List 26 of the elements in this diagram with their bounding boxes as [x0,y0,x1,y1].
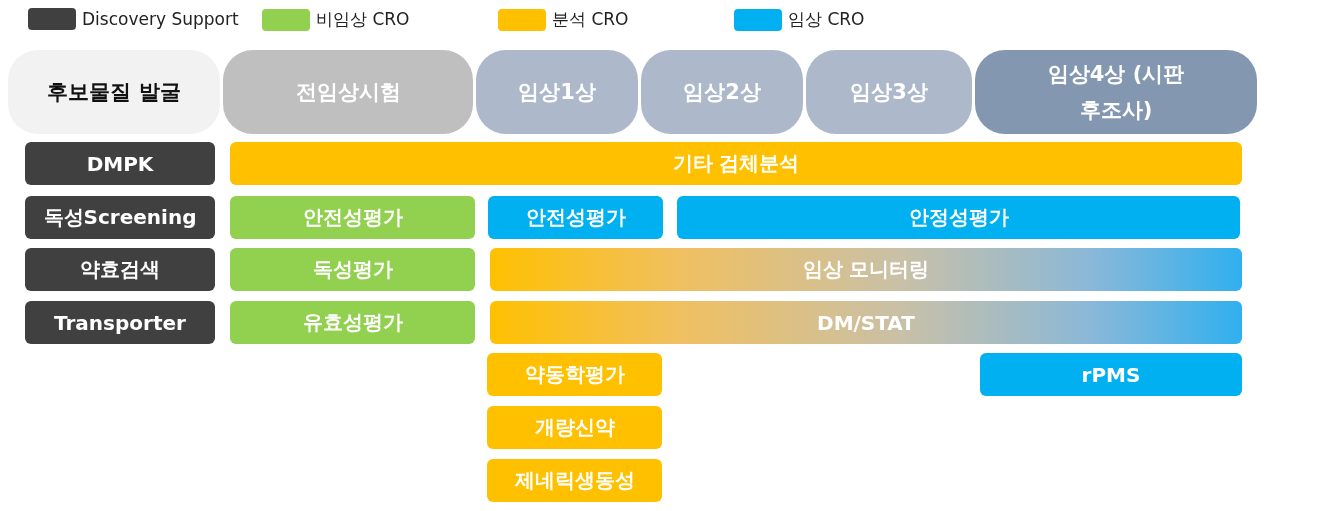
stage-tab: 전임상시험 [223,50,473,134]
label-bar: 안전성평가 [230,196,475,239]
legend-label: 비임상 CRO [316,8,410,31]
stage-tab: 임상3상 [806,50,972,134]
label-bar: DM/STAT [490,301,1242,344]
label-bar: 제네릭생동성 [487,459,662,502]
label-bar: 안정성평가 [677,196,1240,239]
stage-tab: 임상2상 [641,50,803,134]
label-bar: DMPK [25,142,215,185]
label-bar: rPMS [980,353,1242,396]
legend-label: Discovery Support [82,9,239,29]
legend-label: 분석 CRO [552,8,629,31]
label-bar: 유효성평가 [230,301,475,344]
stage-tab: 임상4상 (시판후조사) [975,50,1257,134]
label-bar: 약동학평가 [487,353,662,396]
label-bar: 임상 모니터링 [490,248,1242,291]
label-bar: 개량신약 [487,406,662,449]
label-bar: Transporter [25,301,215,344]
stage-tab: 후보물질 발굴 [8,50,220,134]
label-bar: 독성평가 [230,248,475,291]
stage-tab: 임상1상 [476,50,638,134]
label-bar: 안전성평가 [488,196,663,239]
legend-label: 임상 CRO [788,8,865,31]
label-bar: 독성Screening [25,196,215,239]
label-bar: 약효검색 [25,248,215,291]
label-bar: 기타 검체분석 [230,142,1242,185]
